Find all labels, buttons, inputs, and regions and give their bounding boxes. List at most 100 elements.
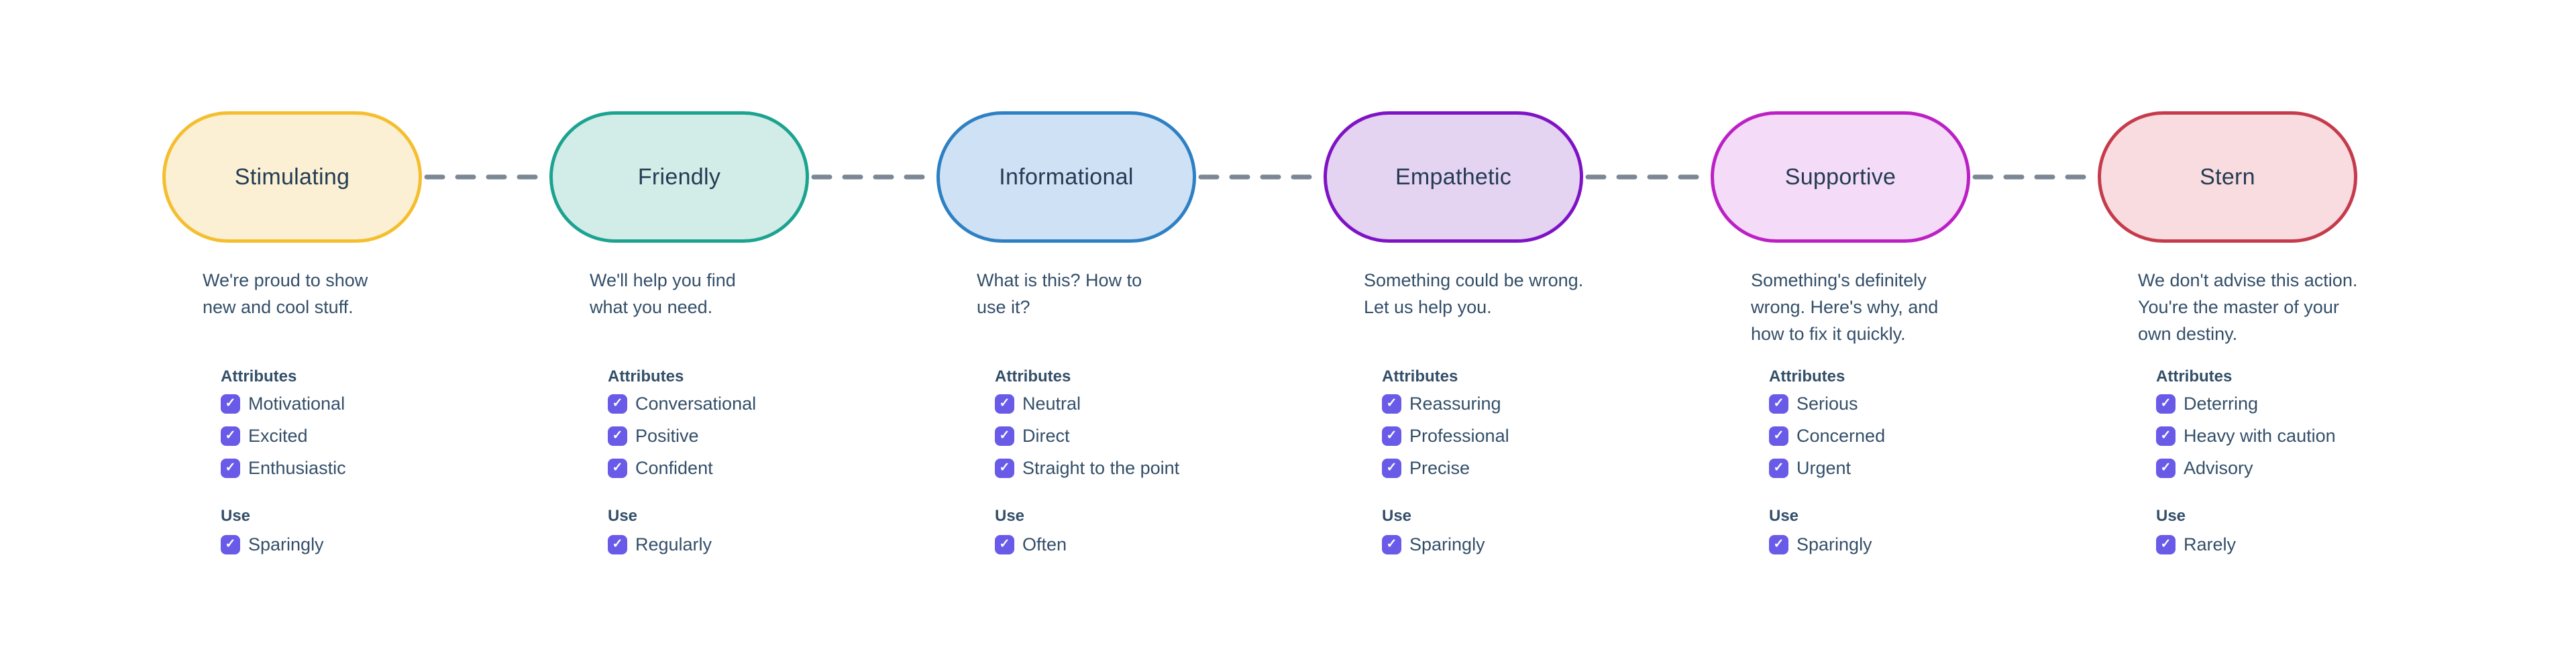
use-row: ✓ Regularly <box>608 534 898 554</box>
description-line: We don't advise this action. <box>2138 270 2358 290</box>
tone-column-empathetic: Empathetic Something could be wrong. Let… <box>1324 111 1672 554</box>
tone-description: We'll help you find what you need. <box>590 267 898 347</box>
checkbox-checked[interactable]: ✓ <box>995 534 1014 554</box>
checkbox-checked[interactable]: ✓ <box>1769 426 1788 446</box>
attribute-label: Deterring <box>2184 393 2259 414</box>
check-icon: ✓ <box>225 396 236 410</box>
check-icon: ✓ <box>2160 428 2171 442</box>
checkbox-checked[interactable]: ✓ <box>995 394 1014 414</box>
attribute-label: Direct <box>1022 425 1070 446</box>
checkbox-checked[interactable]: ✓ <box>2156 458 2176 478</box>
attributes-heading: Attributes <box>221 367 297 386</box>
checkbox-checked[interactable]: ✓ <box>1769 534 1788 554</box>
check-icon: ✓ <box>612 536 623 551</box>
description-line: You're the master of your <box>2138 297 2339 317</box>
attribute-row: ✓ Conversational <box>608 394 898 414</box>
attribute-label: Confident <box>635 457 713 478</box>
check-icon: ✓ <box>1386 536 1397 551</box>
attribute-label: Heavy with caution <box>2184 425 2336 446</box>
tone-description: We're proud to show new and cool stuff. <box>203 267 511 347</box>
checkbox-checked[interactable]: ✓ <box>608 534 627 554</box>
attribute-row: ✓ Urgent <box>1769 458 2059 478</box>
checkbox-checked[interactable]: ✓ <box>221 394 240 414</box>
checkbox-checked[interactable]: ✓ <box>608 458 627 478</box>
connector-dashed-line <box>424 174 547 180</box>
attribute-label: Excited <box>248 425 308 446</box>
attribute-row: ✓ Motivational <box>221 394 511 414</box>
attributes-heading: Attributes <box>1769 367 1845 386</box>
use-heading: Use <box>2156 507 2186 525</box>
use-label: Often <box>1022 534 1067 554</box>
tone-column-friendly: Friendly We'll help you find what you ne… <box>549 111 898 554</box>
use-row: ✓ Sparingly <box>1382 534 1672 554</box>
check-icon: ✓ <box>999 536 1010 551</box>
use-heading: Use <box>221 507 251 525</box>
check-icon: ✓ <box>1773 396 1784 410</box>
checkbox-checked[interactable]: ✓ <box>995 426 1014 446</box>
use-heading: Use <box>1382 507 1412 525</box>
description-line: Something's definitely <box>1751 270 1927 290</box>
attribute-row: ✓ Straight to the point <box>995 458 1285 478</box>
attribute-row: ✓ Heavy with caution <box>2156 426 2447 446</box>
tone-description: Something's definitely wrong. Here's why… <box>1751 267 2059 347</box>
use-label: Regularly <box>635 534 712 554</box>
checkbox-checked[interactable]: ✓ <box>608 394 627 414</box>
check-icon: ✓ <box>1386 428 1397 442</box>
use-heading: Use <box>995 507 1025 525</box>
checkbox-checked[interactable]: ✓ <box>608 426 627 446</box>
checkbox-checked[interactable]: ✓ <box>1382 534 1401 554</box>
checkbox-checked[interactable]: ✓ <box>221 534 240 554</box>
checkbox-checked[interactable]: ✓ <box>1769 394 1788 414</box>
attributes-heading: Attributes <box>608 367 684 386</box>
check-icon: ✓ <box>225 460 236 475</box>
attribute-row: ✓ Advisory <box>2156 458 2447 478</box>
check-icon: ✓ <box>999 428 1010 442</box>
attributes-heading: Attributes <box>2156 367 2233 386</box>
attribute-label: Straight to the point <box>1022 457 1180 478</box>
attribute-row: ✓ Professional <box>1382 426 1672 446</box>
tone-node: Empathetic <box>1324 111 1583 243</box>
description-line: own destiny. <box>2138 324 2238 344</box>
check-icon: ✓ <box>1386 460 1397 475</box>
checkbox-checked[interactable]: ✓ <box>1382 458 1401 478</box>
use-row: ✓ Sparingly <box>221 534 511 554</box>
tone-node-label: Empathetic <box>1395 164 1512 190</box>
use-heading: Use <box>1769 507 1799 525</box>
tone-column-informational: Informational What is this? How to use i… <box>936 111 1285 554</box>
connector-dashed-line <box>1585 174 1709 180</box>
checkbox-checked[interactable]: ✓ <box>221 458 240 478</box>
attributes-heading: Attributes <box>1382 367 1458 386</box>
attribute-row: ✓ Direct <box>995 426 1285 446</box>
attribute-label: Serious <box>1796 393 1858 414</box>
attribute-label: Conversational <box>635 393 757 414</box>
tone-node: Stern <box>2098 111 2357 243</box>
tone-column-stern: Stern We don't advise this action. You'r… <box>2098 111 2447 554</box>
use-heading: Use <box>608 507 638 525</box>
attribute-row: ✓ Enthusiastic <box>221 458 511 478</box>
connector-dashed-line <box>1972 174 2096 180</box>
use-row: ✓ Sparingly <box>1769 534 2059 554</box>
checkbox-checked[interactable]: ✓ <box>221 426 240 446</box>
check-icon: ✓ <box>225 428 236 442</box>
description-line: new and cool stuff. <box>203 297 354 317</box>
attribute-label: Precise <box>1409 457 1470 478</box>
tone-description: Something could be wrong. Let us help yo… <box>1364 267 1672 347</box>
checkbox-checked[interactable]: ✓ <box>1382 394 1401 414</box>
use-row: ✓ Rarely <box>2156 534 2447 554</box>
checkbox-checked[interactable]: ✓ <box>2156 534 2176 554</box>
checkbox-checked[interactable]: ✓ <box>1382 426 1401 446</box>
check-icon: ✓ <box>1773 428 1784 442</box>
check-icon: ✓ <box>999 460 1010 475</box>
checkbox-checked[interactable]: ✓ <box>995 458 1014 478</box>
tone-node: Informational <box>936 111 1196 243</box>
attribute-label: Advisory <box>2184 457 2253 478</box>
use-row: ✓ Often <box>995 534 1285 554</box>
checkbox-checked[interactable]: ✓ <box>1769 458 1788 478</box>
checkbox-checked[interactable]: ✓ <box>2156 426 2176 446</box>
attribute-row: ✓ Precise <box>1382 458 1672 478</box>
tone-node-label: Friendly <box>637 164 721 190</box>
use-label: Sparingly <box>1796 534 1872 554</box>
attribute-label: Positive <box>635 425 699 446</box>
checkbox-checked[interactable]: ✓ <box>2156 394 2176 414</box>
